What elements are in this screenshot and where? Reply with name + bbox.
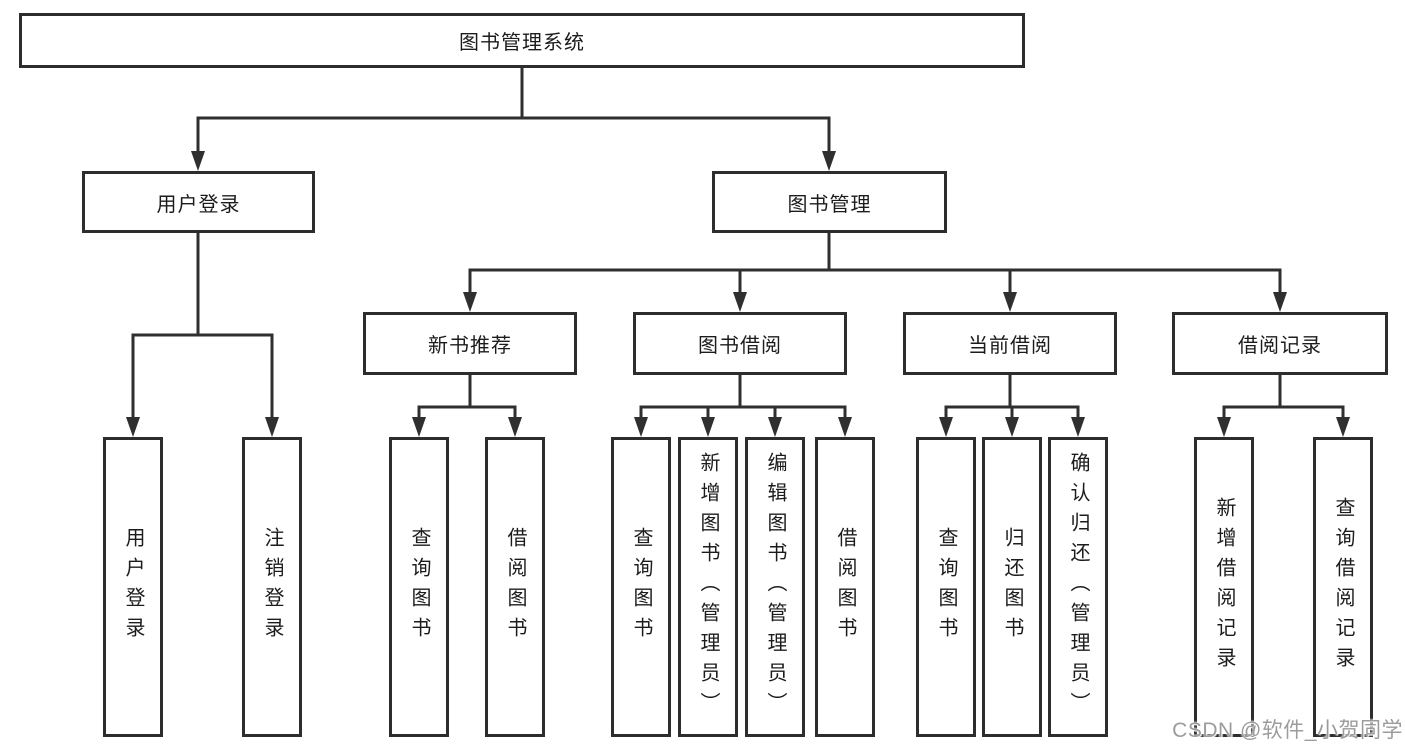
node-borrow-records: 借阅记录	[1172, 312, 1388, 375]
leaf-add-books-admin: 新增图书（管理员）	[678, 437, 738, 737]
connector-mgmt-to-level3	[468, 231, 1282, 296]
node-current-borrow: 当前借阅	[903, 312, 1117, 375]
leaf-query-books-borrow: 查询图书	[611, 437, 671, 737]
node-new-book-recommend: 新书推荐	[363, 312, 577, 375]
node-user-login: 用户登录	[82, 171, 315, 233]
node-book-borrow: 图书借阅	[633, 312, 847, 375]
node-root-library-system: 图书管理系统	[19, 13, 1025, 68]
leaf-borrow-books: 借阅图书	[815, 437, 875, 737]
leaf-query-books-recommend: 查询图书	[389, 437, 449, 737]
csdn-watermark: CSDN @软件_小贺同学	[1172, 719, 1403, 742]
leaf-logout: 注销登录	[242, 437, 302, 737]
leaf-edit-books-admin: 编辑图书（管理员）	[745, 437, 805, 737]
leaf-add-borrow-record: 新增借阅记录	[1194, 437, 1254, 737]
leaf-user-login: 用户登录	[103, 437, 163, 737]
node-book-management: 图书管理	[712, 171, 947, 233]
leaf-return-books: 归还图书	[982, 437, 1042, 737]
connector-current-to-leaves	[944, 373, 1080, 421]
connector-records-to-leaves	[1222, 373, 1345, 421]
connector-root-to-level2	[196, 66, 831, 155]
leaf-confirm-return-admin: 确认归还（管理员）	[1048, 437, 1108, 737]
leaf-borrow-books-recommend: 借阅图书	[485, 437, 545, 737]
connector-newbook-to-leaves	[417, 373, 517, 421]
leaf-query-borrow-record: 查询借阅记录	[1313, 437, 1373, 737]
leaf-query-books-current: 查询图书	[916, 437, 976, 737]
connector-login-to-leaves	[131, 231, 274, 421]
connector-borrow-to-leaves	[639, 373, 847, 421]
